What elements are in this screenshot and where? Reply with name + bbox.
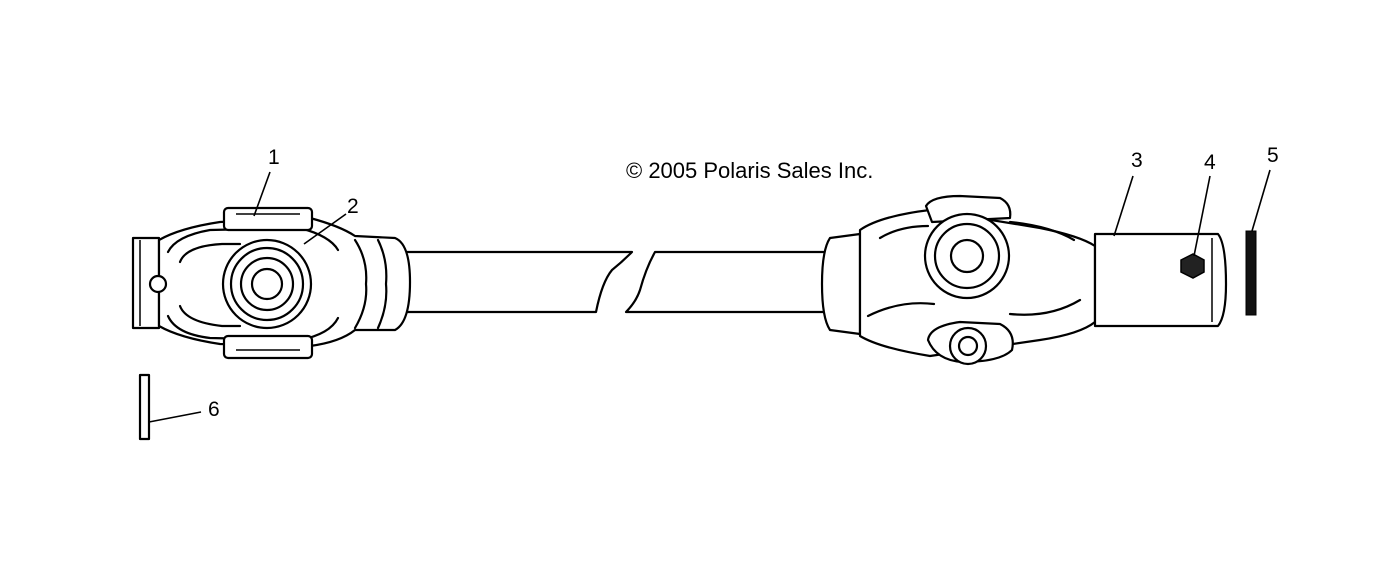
callout-3: 3 — [1131, 149, 1143, 172]
spring-seal — [1245, 230, 1257, 316]
callout-6: 6 — [208, 398, 220, 421]
callout-2: 2 — [347, 195, 359, 218]
copyright-text: © 2005 Polaris Sales Inc. — [626, 158, 873, 183]
leader-lines — [148, 169, 1271, 423]
left-yoke-assembly — [131, 206, 412, 360]
stub-shaft — [1093, 232, 1228, 328]
roll-pin — [138, 373, 151, 441]
callout-4: 4 — [1204, 151, 1216, 174]
callout-1: 1 — [268, 146, 280, 169]
nut — [1180, 253, 1205, 279]
shaft-tube-right — [624, 250, 832, 314]
right-yoke-assembly — [820, 194, 1097, 366]
shaft-tube-left — [403, 250, 634, 314]
callout-5: 5 — [1267, 144, 1279, 167]
